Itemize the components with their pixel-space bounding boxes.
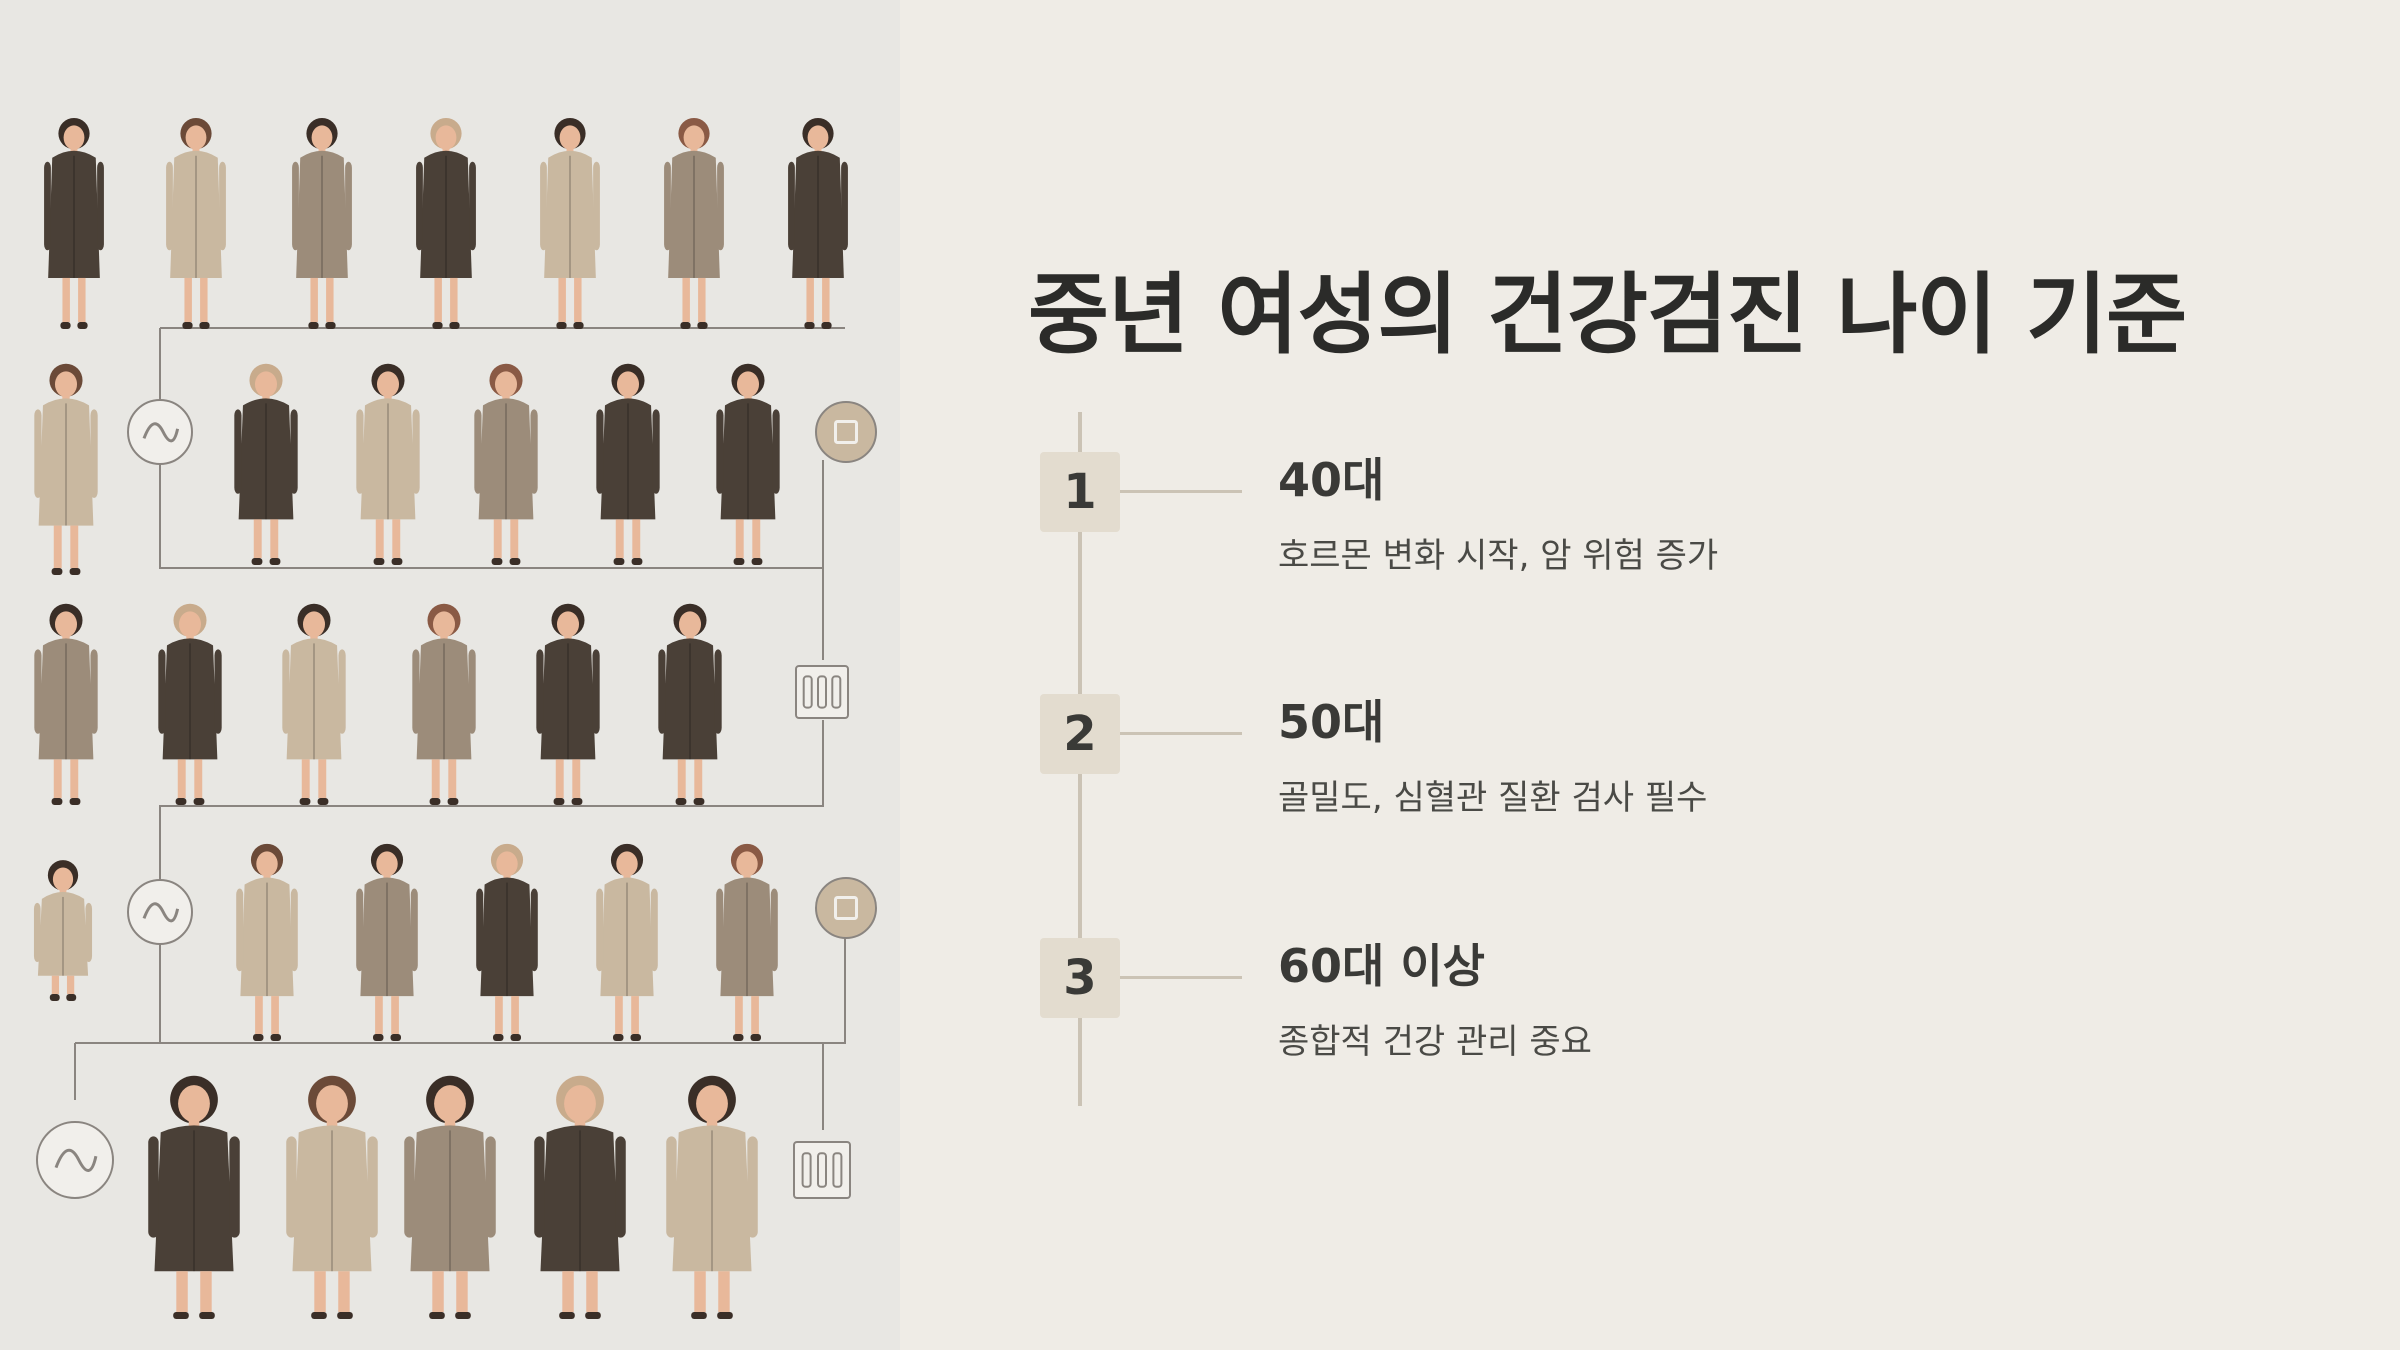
step-title: 40대 (1278, 453, 1385, 507)
woman-figure (534, 1075, 626, 1319)
woman-figure (356, 363, 420, 565)
step-number-box: 1 (1040, 452, 1120, 532)
test-tubes-icon (795, 665, 849, 719)
pill-icon (36, 1121, 114, 1199)
woman-figure (34, 363, 98, 575)
woman-figure (788, 117, 848, 329)
illustration-panel (0, 0, 900, 1350)
timeline-step-2: 2 50대 골밀도, 심혈관 질환 검사 필수 (900, 694, 2400, 854)
woman-figure (664, 117, 724, 329)
heart-icon (127, 399, 193, 465)
clock-icon (815, 401, 877, 463)
step-connector (1120, 732, 1242, 735)
step-description: 골밀도, 심혈관 질환 검사 필수 (1278, 778, 1708, 818)
woman-figure (716, 843, 778, 1041)
woman-figure (596, 363, 660, 565)
woman-figure (282, 603, 346, 805)
woman-figure (166, 117, 226, 329)
woman-figure (416, 117, 476, 329)
woman-figure (158, 603, 222, 805)
woman-figure (540, 117, 600, 329)
woman-figure (44, 117, 104, 329)
woman-figure (412, 603, 476, 805)
step-number-box: 2 (1040, 694, 1120, 774)
woman-figure (286, 1075, 378, 1319)
woman-figure (148, 1075, 240, 1319)
woman-figure (236, 843, 298, 1041)
document-icon (815, 877, 877, 939)
woman-figure (234, 363, 298, 565)
timeline-step-3: 3 60대 이상 종합적 건강 관리 중요 (900, 938, 2400, 1098)
step-description: 호르몬 변화 시작, 암 위험 증가 (1278, 536, 1719, 576)
page-title: 중년 여성의 건강검진 나이 기준 (1028, 263, 2187, 366)
woman-figure (658, 603, 722, 805)
woman-figure (536, 603, 600, 805)
medical-monitor-icon (793, 1141, 851, 1199)
woman-figure (34, 603, 98, 805)
step-connector (1120, 976, 1242, 979)
woman-figure (33, 860, 93, 1001)
woman-figure (716, 363, 780, 565)
women-timeline-illustration (33, 117, 877, 1319)
timeline-step-1: 1 40대 호르몬 변화 시작, 암 위험 증가 (900, 452, 2400, 612)
stethoscope-icon (127, 879, 193, 945)
connector-line (159, 720, 824, 900)
step-description: 종합적 건강 관리 중요 (1278, 1022, 1592, 1062)
woman-figure (356, 843, 418, 1041)
woman-figure (474, 363, 538, 565)
woman-figure (596, 843, 658, 1041)
woman-figure (404, 1075, 496, 1319)
woman-figure (666, 1075, 758, 1319)
content-panel: 중년 여성의 건강검진 나이 기준 1 40대 호르몬 변화 시작, 암 위험 … (900, 0, 2400, 1350)
step-title: 60대 이상 (1278, 939, 1485, 993)
step-number-box: 3 (1040, 938, 1120, 1018)
step-connector (1120, 490, 1242, 493)
step-title: 50대 (1278, 695, 1385, 749)
woman-figure (292, 117, 352, 329)
woman-figure (476, 843, 538, 1041)
